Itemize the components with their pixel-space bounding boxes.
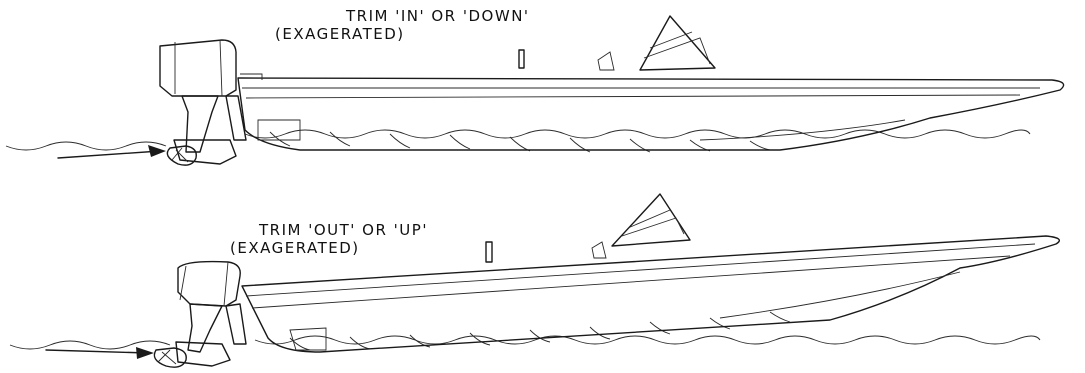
windshield-top xyxy=(640,16,715,70)
trim-up-subtitle: (EXAGERATED) xyxy=(230,240,360,257)
trim-up-title: TRIM 'OUT' OR 'UP' xyxy=(259,222,428,239)
trim-down-subtitle: (EXAGERATED) xyxy=(275,26,405,43)
water-line-bottom xyxy=(10,336,1040,349)
windshield-bottom xyxy=(612,194,690,246)
thrust-arrow-bottom xyxy=(46,347,154,359)
trim-down-title: TRIM 'IN' OR 'DOWN' xyxy=(346,8,530,25)
hull-top xyxy=(238,78,1064,150)
outboard-motor-top xyxy=(160,40,236,96)
propeller-bottom xyxy=(154,348,186,367)
boat-trim-up xyxy=(10,194,1059,367)
outboard-motor-bottom xyxy=(178,262,240,306)
thrust-arrow-top xyxy=(58,145,166,158)
hull-bottom xyxy=(242,236,1059,352)
boat-trim-down xyxy=(6,16,1064,165)
